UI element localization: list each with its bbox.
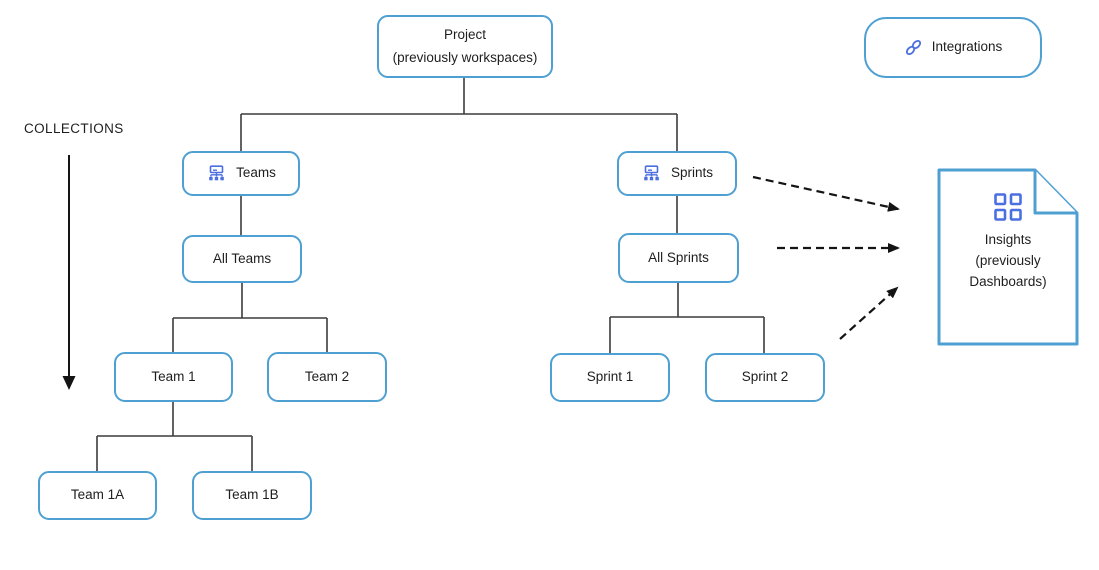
node-label: Sprint 1: [586, 369, 634, 385]
node-label: Sprint 2: [741, 369, 789, 385]
node-sprint1: Sprint 1: [550, 353, 670, 402]
node-label: Team 1A: [70, 487, 125, 503]
node-label: Sprints: [670, 165, 714, 181]
node-sprints: Sprints: [617, 151, 737, 196]
link-icon: [904, 38, 923, 57]
node-label: Team 2: [304, 368, 350, 384]
node-team1b: Team 1B: [192, 471, 312, 520]
node-label: Project: [443, 27, 487, 43]
collections-arrow: [62, 155, 76, 390]
node-label: (previously workspaces): [392, 49, 538, 65]
node-team1: Team 1: [114, 352, 233, 402]
org-chart-icon: [641, 164, 662, 183]
node-all-sprints: All Sprints: [618, 233, 739, 283]
connector-allteams-children: [172, 283, 328, 352]
insights-document: [937, 168, 1079, 346]
node-sprint2: Sprint 2: [705, 353, 825, 402]
node-team1a: Team 1A: [38, 471, 157, 520]
node-label: Team 1B: [225, 487, 279, 503]
node-integrations: Integrations: [864, 17, 1042, 78]
org-chart-icon: [206, 164, 227, 183]
connector-allsprints-children: [609, 283, 765, 353]
node-label: Teams: [236, 165, 276, 181]
insights-arrows: [752, 175, 900, 340]
tree-connectors: [96, 78, 765, 471]
node-label: Team 1: [151, 368, 196, 384]
folded-corner: [1033, 170, 1077, 215]
node-label: All Teams: [212, 250, 272, 266]
node-label: All Sprints: [648, 249, 709, 265]
node-label: (previously: [975, 252, 1041, 268]
arrow-sprints-to-insights: [752, 175, 900, 212]
node-teams: Teams: [182, 151, 300, 196]
node-label: Insights: [984, 232, 1032, 247]
node-all-teams: All Teams: [182, 235, 302, 283]
connector-team1-children: [96, 402, 253, 471]
node-label: Dashboards): [969, 273, 1047, 289]
node-team2: Team 2: [267, 352, 387, 402]
node-label: Integrations: [931, 39, 1003, 55]
node-project: Project (previously workspaces): [377, 15, 553, 78]
arrow-sprint2-to-insights: [839, 286, 899, 340]
node-insights: Insights (previously Dashboards): [939, 192, 1077, 293]
dashboard-grid-icon: [993, 192, 1023, 222]
collections-label: COLLECTIONS: [24, 121, 124, 136]
